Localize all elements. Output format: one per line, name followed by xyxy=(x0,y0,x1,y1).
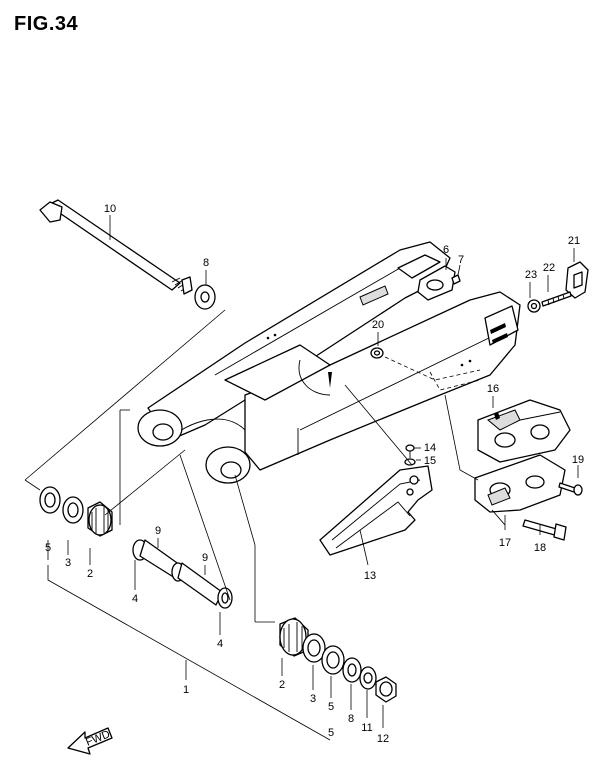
figure-title: FIG.34 xyxy=(14,13,79,35)
callout-8-top: 8 xyxy=(203,257,209,269)
bolt-18 xyxy=(522,519,567,541)
chain-slider-13 xyxy=(319,465,433,556)
callout-12: 12 xyxy=(377,733,389,745)
guide-bracket-17 xyxy=(474,454,566,526)
callout-2-right: 2 xyxy=(279,679,285,691)
callout-8-bottom: 8 xyxy=(348,713,354,725)
callout-9-right: 9 xyxy=(202,552,208,564)
nut-20 xyxy=(370,347,384,359)
chain-guide-16 xyxy=(477,399,571,463)
callout-13: 13 xyxy=(364,570,376,582)
callout-14: 14 xyxy=(424,442,436,454)
callout-23: 23 xyxy=(525,269,537,281)
callout-3-right: 3 xyxy=(310,693,316,705)
callout-3-left: 3 xyxy=(65,557,71,569)
bolt-19 xyxy=(558,482,583,496)
fwd-label: FWD xyxy=(84,728,112,749)
collars-4-9 xyxy=(132,539,233,609)
callout-16: 16 xyxy=(487,383,499,395)
callout-21: 21 xyxy=(568,235,580,247)
washer-8-top xyxy=(194,284,216,310)
callout-10: 10 xyxy=(104,203,116,215)
callout-4-left: 4 xyxy=(132,593,138,605)
callout-15: 15 xyxy=(424,455,436,467)
callout-5-bottom: 5 xyxy=(328,727,334,739)
callout-4-right: 4 xyxy=(217,638,223,650)
callout-1: 1 xyxy=(183,684,189,696)
adjuster-plate-6 xyxy=(417,265,461,301)
callout-22: 22 xyxy=(543,262,555,274)
callout-6: 6 xyxy=(443,244,449,256)
forward-arrow-icon: FWD xyxy=(67,727,113,755)
callout-labels: 1 2 2 3 3 4 4 5 5 5 6 7 8 8 9 9 10 11 12… xyxy=(45,203,584,745)
right-bearing-stack xyxy=(279,617,397,703)
callout-20: 20 xyxy=(372,319,384,331)
callout-19: 19 xyxy=(572,454,584,466)
callout-11: 11 xyxy=(361,722,372,734)
pivot-shaft-10 xyxy=(39,199,193,295)
swingarm xyxy=(137,241,521,484)
callout-9-left: 9 xyxy=(155,525,161,537)
callout-5-left: 5 xyxy=(45,542,51,554)
callout-2-left: 2 xyxy=(87,568,93,580)
callout-7: 7 xyxy=(458,254,464,266)
callout-17: 17 xyxy=(499,537,511,549)
callout-18: 18 xyxy=(534,542,546,554)
adjuster-21-22-23 xyxy=(527,261,589,313)
leader-lines xyxy=(24,215,579,741)
left-bearing-stack xyxy=(39,486,113,537)
callout-5-mid: 5 xyxy=(328,701,334,713)
